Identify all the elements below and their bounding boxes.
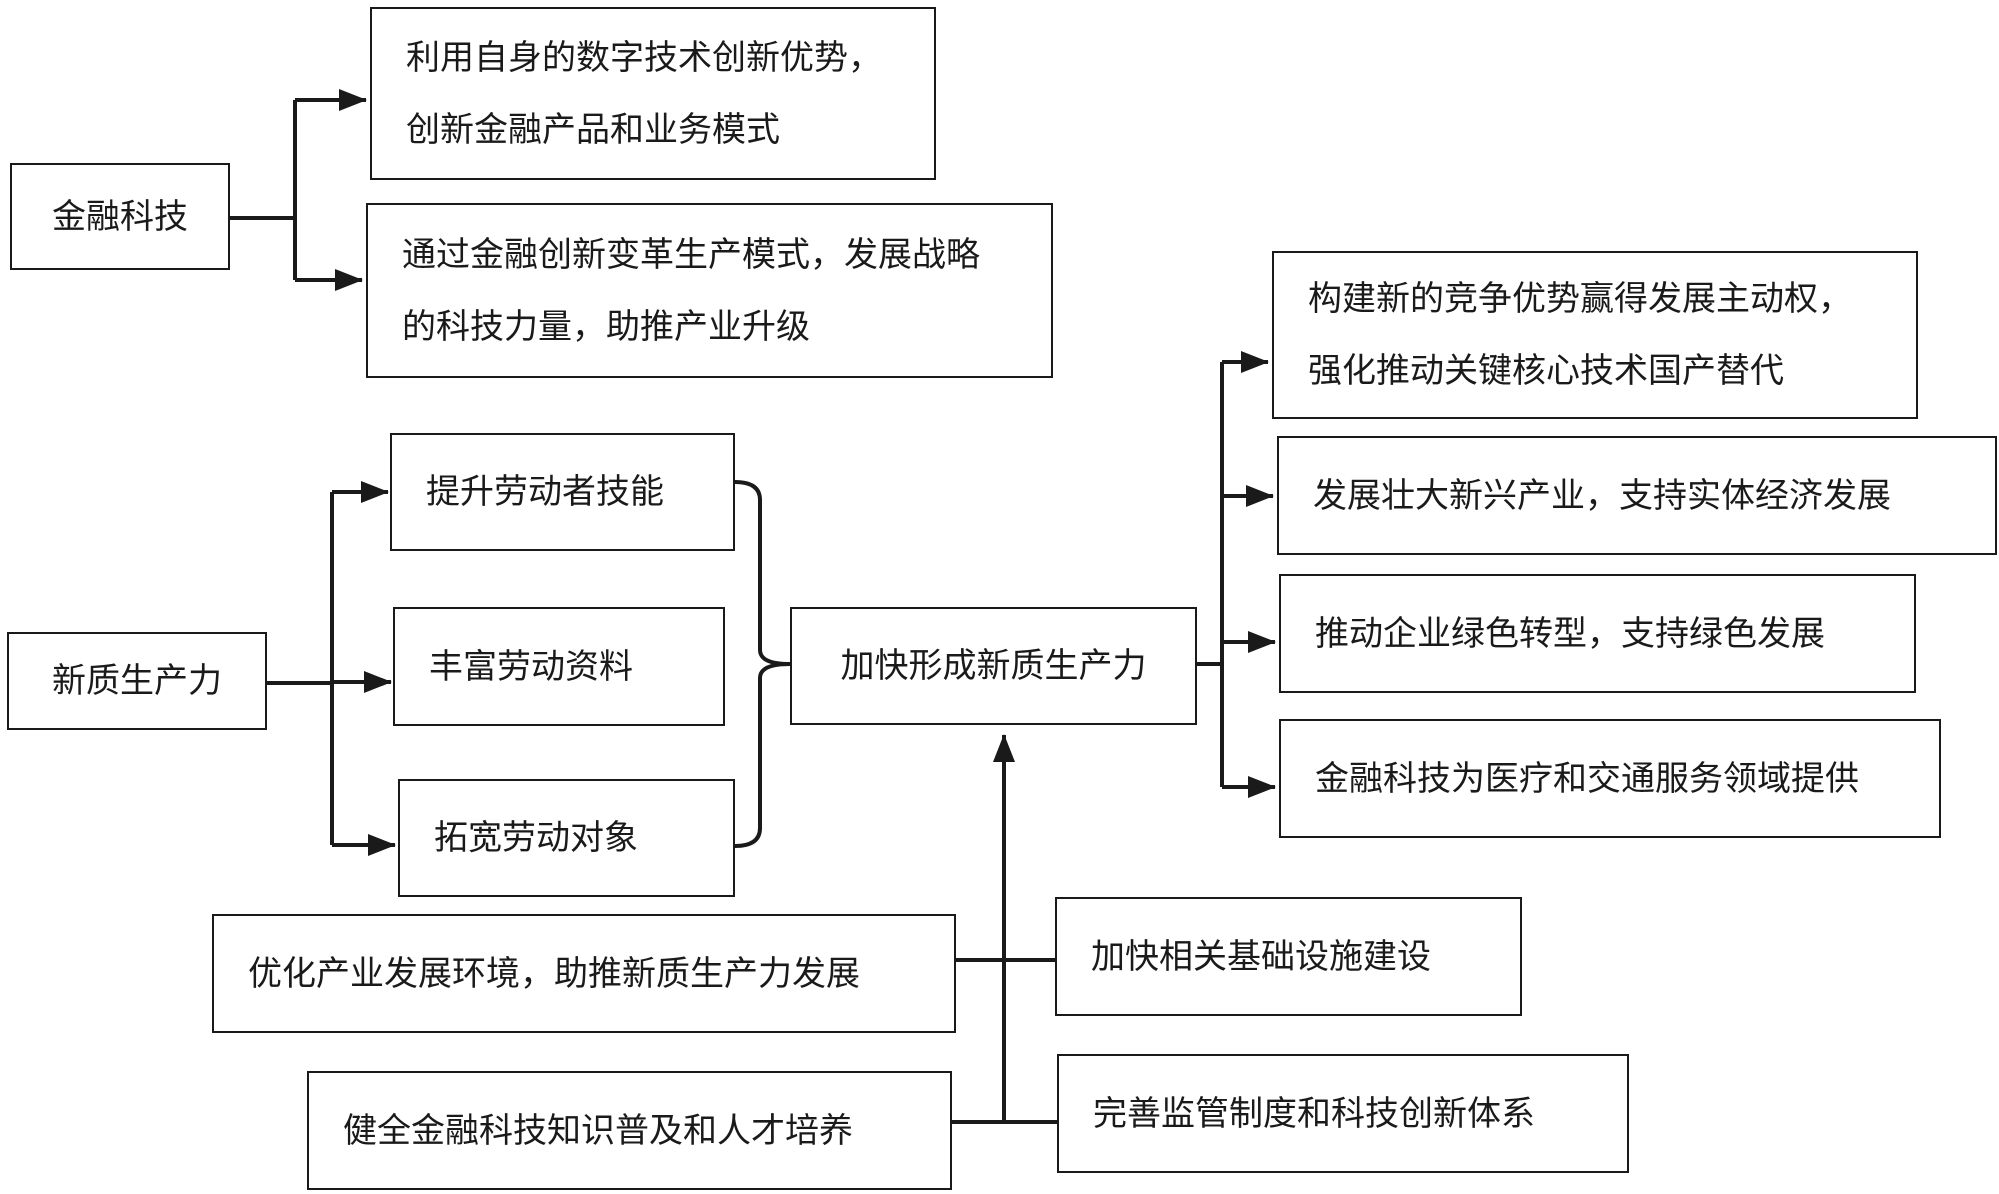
node-fintech: 金融科技 [10,163,230,270]
connector-fintech-trunk [230,100,297,280]
connector-npf-trunk [267,492,334,845]
node-accelerate-npf: 加快形成新质生产力 [790,607,1197,725]
node-fintech-innovation: 利用自身的数字技术创新优势， 创新金融产品和业务模式 [370,7,936,180]
connector-results-trunk [1197,362,1224,787]
node-competitive-advantage: 构建新的竞争优势赢得发展主动权， 强化推动关键核心技术国产替代 [1272,251,1918,419]
node-emerging-industries: 发展壮大新兴产业，支持实体经济发展 [1277,436,1997,555]
node-new-productive-forces: 新质生产力 [7,632,267,730]
node-optimize-environment: 优化产业发展环境，助推新质生产力发展 [212,914,956,1033]
node-broaden-objects: 拓宽劳动对象 [398,779,735,897]
node-medical-transport: 金融科技为医疗和交通服务领域提供 [1279,719,1941,838]
node-talent-training: 健全金融科技知识普及和人才培养 [307,1071,952,1190]
node-regulation: 完善监管制度和科技创新体系 [1057,1054,1629,1173]
brace-connector [734,480,791,848]
node-enrich-means: 丰富劳动资料 [393,607,725,726]
node-infrastructure: 加快相关基础设施建设 [1055,897,1522,1016]
node-fintech-industry-upgrade: 通过金融创新变革生产模式，发展战略 的科技力量，助推产业升级 [366,203,1053,378]
node-green-transition: 推动企业绿色转型，支持绿色发展 [1279,574,1916,693]
node-improve-skills: 提升劳动者技能 [390,433,735,551]
